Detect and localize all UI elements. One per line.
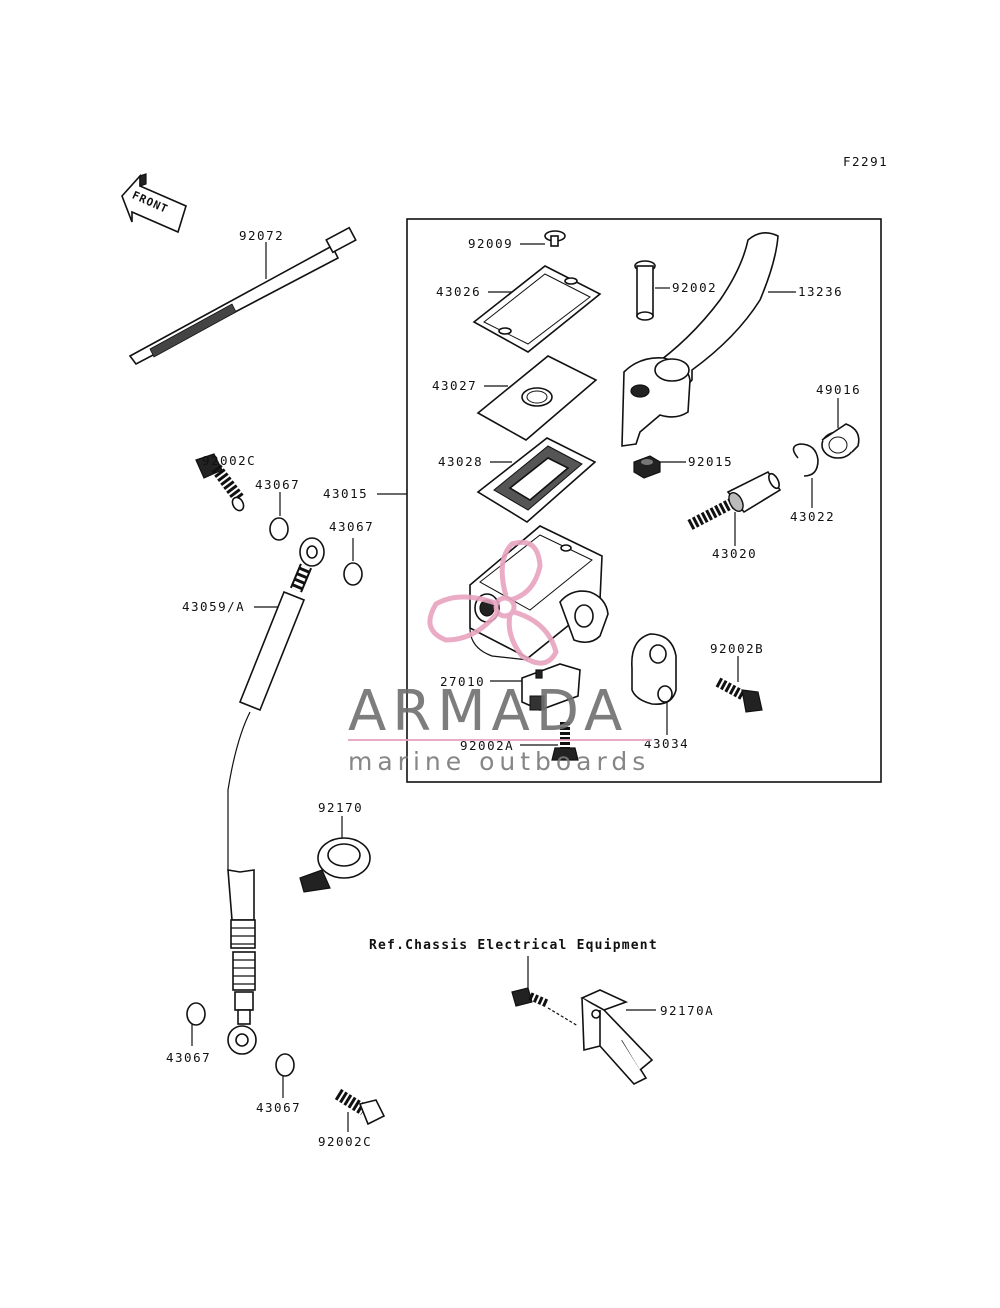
diaphragm-part <box>476 437 597 523</box>
label-92072: 92072 <box>239 228 284 243</box>
master-cylinder-assembly-box <box>406 218 882 783</box>
label-43027: 43027 <box>432 378 477 393</box>
label-49016: 49016 <box>816 382 861 397</box>
label-92002c-bottom: 92002C <box>318 1134 372 1149</box>
nut-92015-part <box>633 455 661 479</box>
brake-switch-part <box>521 663 581 711</box>
cable-tie-part <box>128 226 357 366</box>
label-43034: 43034 <box>644 736 689 751</box>
front-arrow-icon: FRONT <box>121 173 187 234</box>
dust-boot-part <box>821 423 860 459</box>
label-43067-a: 43067 <box>255 477 300 492</box>
bracket-bolt-part <box>511 987 550 1008</box>
washer-d-part <box>275 1053 295 1077</box>
clamp-bolt-part <box>715 677 763 713</box>
pivot-bolt-part <box>634 260 656 321</box>
figure-code: F2291 <box>843 154 888 169</box>
label-92002b: 92002B <box>710 641 764 656</box>
banjo-bolt-bottom-part <box>334 1088 386 1126</box>
bracket-92170a-part <box>580 989 654 1085</box>
washer-b-part <box>343 562 363 586</box>
label-43015: 43015 <box>323 486 368 501</box>
label-27010: 27010 <box>440 674 485 689</box>
label-43022: 43022 <box>790 509 835 524</box>
banjo-bolt-top-part <box>195 453 245 512</box>
brake-lever-part <box>621 232 779 447</box>
label-92170a: 92170A <box>660 1003 714 1018</box>
hose-clamp-part <box>299 837 371 893</box>
reference-note: Ref.Chassis Electrical Equipment <box>369 938 658 953</box>
label-92009: 92009 <box>468 236 513 251</box>
screw-92009-part <box>544 230 566 247</box>
armada-watermark: ARMADA marine outboards <box>348 539 652 776</box>
piston-kit-part <box>687 470 782 530</box>
watermark-tagline: marine outboards <box>348 747 650 776</box>
watermark-brand: ARMADA <box>348 679 628 744</box>
label-13236: 13236 <box>798 284 843 299</box>
handlebar-clamp-part <box>631 633 677 706</box>
label-43067-b: 43067 <box>329 519 374 534</box>
label-43026: 43026 <box>436 284 481 299</box>
diaphragm-plate-part <box>476 355 598 441</box>
washer-c-part <box>186 1002 206 1026</box>
brake-hose-part <box>227 537 325 1055</box>
label-92002a: 92002A <box>460 738 514 753</box>
switch-screw-part <box>551 722 579 761</box>
propeller-logo-icon <box>427 539 559 666</box>
label-43028: 43028 <box>438 454 483 469</box>
washer-a-part <box>269 517 289 541</box>
label-92002c-top: 92002C <box>202 453 256 468</box>
circlip-part <box>792 443 819 477</box>
label-92015: 92015 <box>688 454 733 469</box>
label-43059: 43059/A <box>182 599 245 614</box>
label-92002: 92002 <box>672 280 717 295</box>
label-43067-d: 43067 <box>256 1100 301 1115</box>
label-92170: 92170 <box>318 800 363 815</box>
label-43067-c: 43067 <box>166 1050 211 1065</box>
label-43020: 43020 <box>712 546 757 561</box>
reservoir-cap-part <box>472 265 602 353</box>
master-cylinder-body-part <box>469 525 609 661</box>
